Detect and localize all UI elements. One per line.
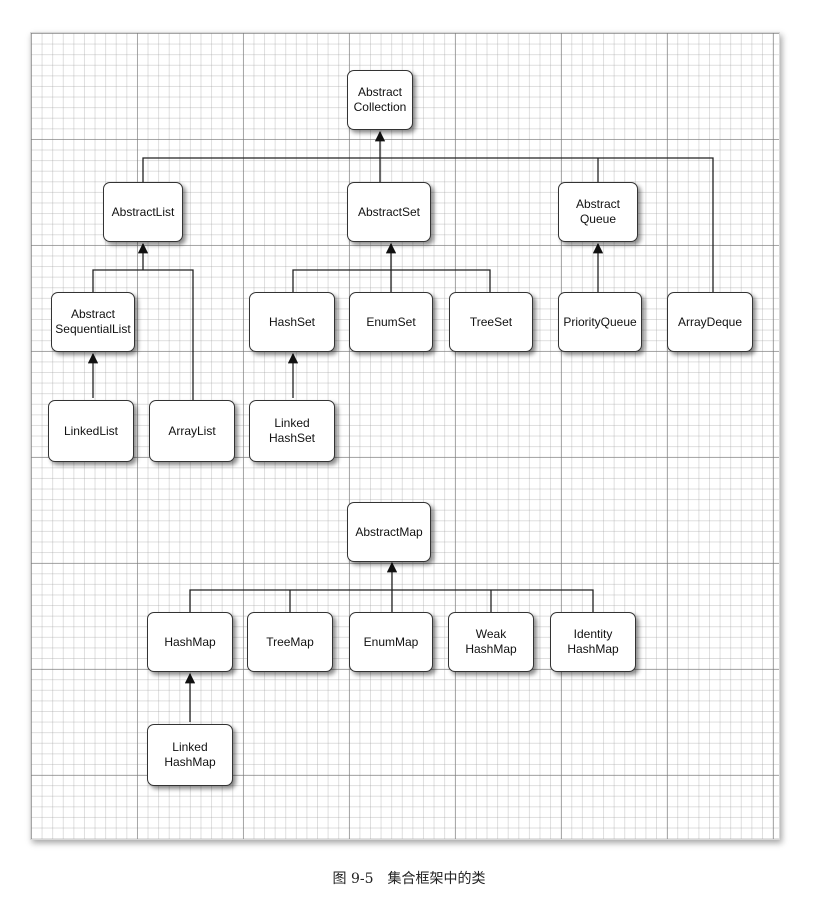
- linked-hash-set-node: Linked HashSet: [249, 400, 335, 462]
- node-label: PriorityQueue: [563, 314, 637, 329]
- priority-queue-node: PriorityQueue: [558, 292, 642, 352]
- identity-hash-map-node: Identity HashMap: [550, 612, 636, 672]
- node-label: Abstract Collection: [353, 85, 407, 114]
- node-label: TreeMap: [266, 634, 314, 649]
- enum-set-node: EnumSet: [349, 292, 433, 352]
- linked-list-node: LinkedList: [48, 400, 134, 462]
- abstract-list-node: AbstractList: [103, 182, 183, 242]
- node-label: Linked HashSet: [268, 416, 316, 445]
- array-list-node: ArrayList: [149, 400, 235, 462]
- abstract-set-node: AbstractSet: [347, 182, 431, 242]
- abstract-queue-node: Abstract Queue: [558, 182, 638, 242]
- node-label: HashMap: [164, 634, 216, 649]
- array-deque-node: ArrayDeque: [667, 292, 753, 352]
- weak-hash-map-node: Weak HashMap: [448, 612, 534, 672]
- node-label: TreeSet: [469, 314, 513, 329]
- node-label: Linked HashMap: [164, 740, 216, 769]
- edge-collection-branch: [142, 157, 714, 292]
- tree-map-node: TreeMap: [247, 612, 333, 672]
- diagram-canvas: [30, 32, 780, 840]
- node-label: LinkedList: [63, 423, 119, 438]
- node-label: Abstract Queue: [575, 197, 620, 226]
- figure-caption: 图 9-5 集合框架中的类: [332, 871, 486, 887]
- node-label: EnumSet: [366, 314, 416, 329]
- linked-hash-map-node: Linked HashMap: [147, 724, 233, 786]
- node-label: AbstractList: [111, 204, 175, 219]
- node-label: HashSet: [268, 314, 316, 329]
- node-label: EnumMap: [363, 634, 419, 649]
- abstract-map-node: AbstractMap: [347, 502, 431, 562]
- abstract-collection-node: Abstract Collection: [347, 70, 413, 130]
- node-label: AbstractSet: [357, 204, 421, 219]
- hash-set-node: HashSet: [249, 292, 335, 352]
- node-label: ArrayList: [168, 423, 216, 438]
- node-label: Abstract SequentialList: [55, 307, 131, 336]
- node-label: AbstractMap: [355, 524, 423, 539]
- node-label: Identity HashMap: [567, 627, 619, 656]
- enum-map-node: EnumMap: [349, 612, 433, 672]
- abstract-sequential-list-node: Abstract SequentialList: [51, 292, 135, 352]
- node-label: Weak HashMap: [465, 627, 517, 656]
- tree-set-node: TreeSet: [449, 292, 533, 352]
- hash-map-node: HashMap: [147, 612, 233, 672]
- node-label: ArrayDeque: [677, 314, 743, 329]
